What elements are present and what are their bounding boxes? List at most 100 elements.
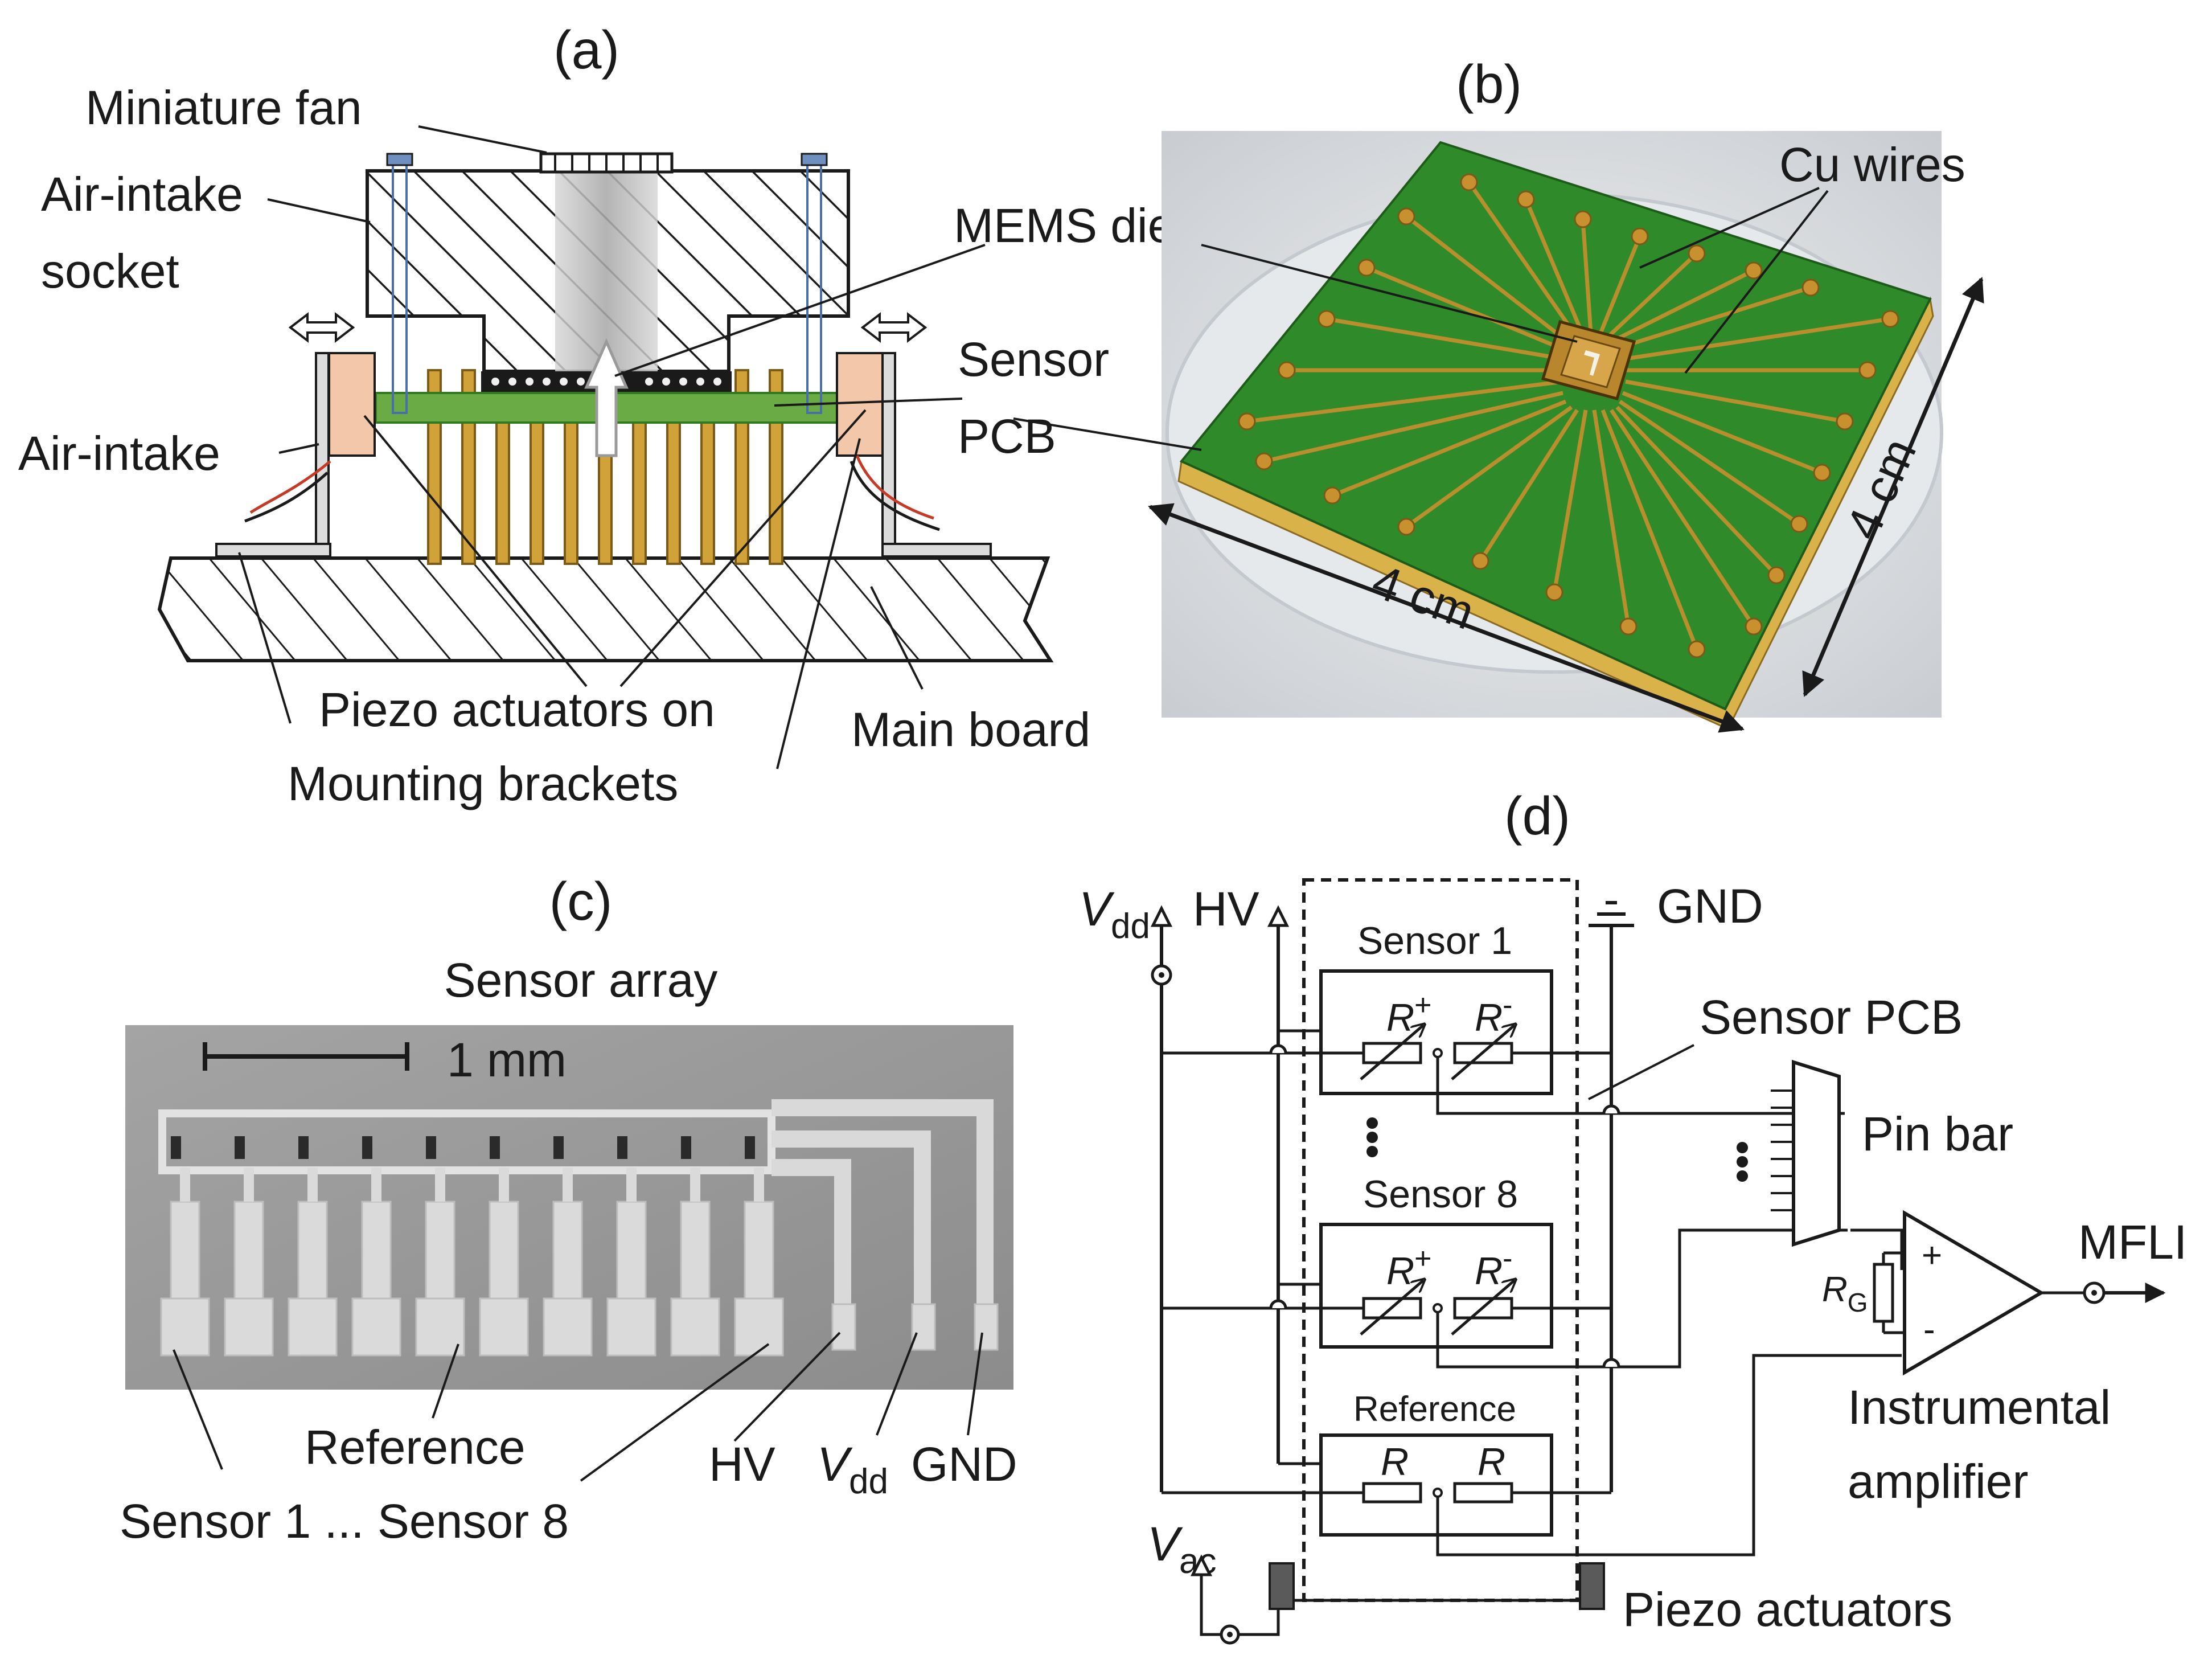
amp-minus: - (1923, 1310, 1935, 1349)
sensor8-label-d: Sensor 8 (1363, 1173, 1518, 1216)
gnd-label-c: GND (911, 1437, 1017, 1491)
panel-b: (b) (1013, 54, 1984, 733)
sensor1-rminus-main: R (1475, 996, 1503, 1039)
sensor1-rminus-sup: - (1503, 989, 1512, 1022)
sensor1-resistors (1360, 1025, 1515, 1080)
pin-bar (1792, 1059, 1841, 1247)
mems-leader-b (1201, 244, 1578, 343)
hv-label-c: HV (709, 1437, 775, 1491)
sensor1-node (1433, 1048, 1443, 1058)
sensor8-rminus-main: R (1475, 1250, 1503, 1293)
rg-sub: G (1848, 1288, 1868, 1317)
reference-resistors (1362, 1482, 1513, 1504)
vdd-label-d: Vdd (1079, 882, 1150, 946)
main-board-label: Main board (851, 703, 1090, 756)
amp-label-2: amplifier (1848, 1455, 2028, 1508)
scale-bar (203, 1042, 409, 1071)
vdd-arrow (1150, 905, 1173, 927)
pcb-leader-b (1013, 417, 1202, 451)
dim-arrow-right (1802, 277, 1984, 697)
vdd-label-c: Vdd (817, 1437, 888, 1501)
circuit-wires (1162, 1029, 1903, 1556)
vdd-main-c: V (817, 1437, 853, 1491)
sensor8-rplus-main: R (1386, 1250, 1414, 1293)
sensor1-rplus-sup: + (1414, 989, 1431, 1022)
air-intake-label: Air-intake (18, 427, 220, 480)
vac-wires (1200, 1575, 1594, 1636)
fan-label: Miniature fan (85, 81, 362, 134)
screw-heads (386, 153, 828, 166)
panel-a-leaders (238, 125, 986, 769)
scale-bar-label: 1 mm (447, 1033, 567, 1087)
panel-d-tag: (d) (1504, 786, 1570, 846)
sensor1-rplus-main: R (1386, 996, 1414, 1039)
sem-pads (160, 1201, 999, 1357)
reference-label-c: Reference (305, 1420, 526, 1474)
hv-arrow (1267, 905, 1290, 927)
sensor-pcb-label-1: Sensor (958, 333, 1109, 386)
sem-sensor-cells (171, 1136, 755, 1159)
piezo-wires (244, 455, 940, 531)
panel-b-tag: (b) (1456, 54, 1522, 114)
hv-label-d: HV (1193, 882, 1259, 936)
dim-arrow-bottom (1148, 503, 1745, 733)
piezo-label-d: Piezo actuators (1623, 1583, 1952, 1636)
rg-label: RG (1822, 1270, 1868, 1317)
reference-label-d: Reference (1353, 1390, 1516, 1429)
air-channel (555, 171, 658, 371)
sensors-label-c: Sensor 1 ... Sensor 8 (120, 1494, 569, 1548)
vac-connector-core (1227, 1632, 1233, 1637)
panel-a: (a) (18, 20, 1174, 810)
sensor8-rplus-sup: + (1414, 1242, 1431, 1275)
vdd-sub-d: dd (1111, 907, 1150, 946)
vdd-main-d: V (1079, 882, 1115, 936)
piezo-actuator-blocks (1269, 1562, 1605, 1610)
supply-rails (1160, 917, 1613, 1492)
sensor1-label-d: Sensor 1 (1357, 919, 1512, 962)
sensor8-node (1433, 1303, 1443, 1313)
mfli-label: MFLI (2078, 1215, 2187, 1269)
panel-c-title: Sensor array (444, 953, 718, 1007)
mems-die-dots (491, 378, 721, 386)
sensor8-rminus: R- (1475, 1242, 1512, 1293)
reference-r1: R (1381, 1440, 1409, 1484)
vdd-sub-c: dd (849, 1462, 888, 1501)
mems-die-center (1560, 335, 1621, 388)
socket-label-1: Air-intake (41, 167, 243, 221)
sensor-ellipsis (1366, 1117, 1378, 1157)
piezo-label-2: Mounting brackets (288, 757, 678, 810)
gnd-symbol (1589, 901, 1634, 927)
sensor8-rplus: R+ (1386, 1242, 1431, 1293)
vdd-connector-core (1159, 972, 1164, 978)
mfli-connector-core (2091, 1290, 2097, 1296)
sensor-pcb-label-d: Sensor PCB (1700, 990, 1963, 1044)
pin-bar-label: Pin bar (1862, 1107, 2013, 1161)
airflow-arrow (584, 338, 629, 457)
sem-pad-stems (180, 1168, 764, 1202)
cu-wires-leaders (1639, 187, 1829, 374)
sensor8-rminus-sup: - (1503, 1242, 1512, 1275)
socket-label-2: socket (41, 244, 179, 298)
panel-d: (d) Vdd HV GND Sensor 1 (1079, 786, 2187, 1645)
chip-marking (1584, 350, 1600, 376)
wire-hops (1269, 1044, 1620, 1367)
gnd-label-d: GND (1657, 879, 1763, 933)
sensor8-resistors (1360, 1280, 1515, 1336)
rg-main: R (1822, 1270, 1848, 1309)
panel-c-tag: (c) (549, 871, 613, 932)
vac-label: Vac (1147, 1517, 1217, 1581)
panel-a-tag: (a) (553, 20, 619, 80)
vac-main: V (1147, 1517, 1183, 1571)
reference-node (1433, 1488, 1443, 1498)
mems-label: MEMS die (954, 199, 1174, 252)
sensor-pcb-leader (1588, 1044, 1694, 1100)
main-board (157, 556, 1054, 662)
rg-resistor (1873, 1263, 1894, 1323)
sensor-pcb-label-2: PCB (958, 409, 1056, 463)
sensor1-rplus: R+ (1386, 989, 1431, 1039)
pin-bar-ellipsis (1737, 1142, 1748, 1182)
panel-c-leaders (173, 1332, 983, 1482)
cu-wires-label: Cu wires (1779, 138, 1965, 191)
sensor1-rminus: R- (1475, 989, 1512, 1039)
